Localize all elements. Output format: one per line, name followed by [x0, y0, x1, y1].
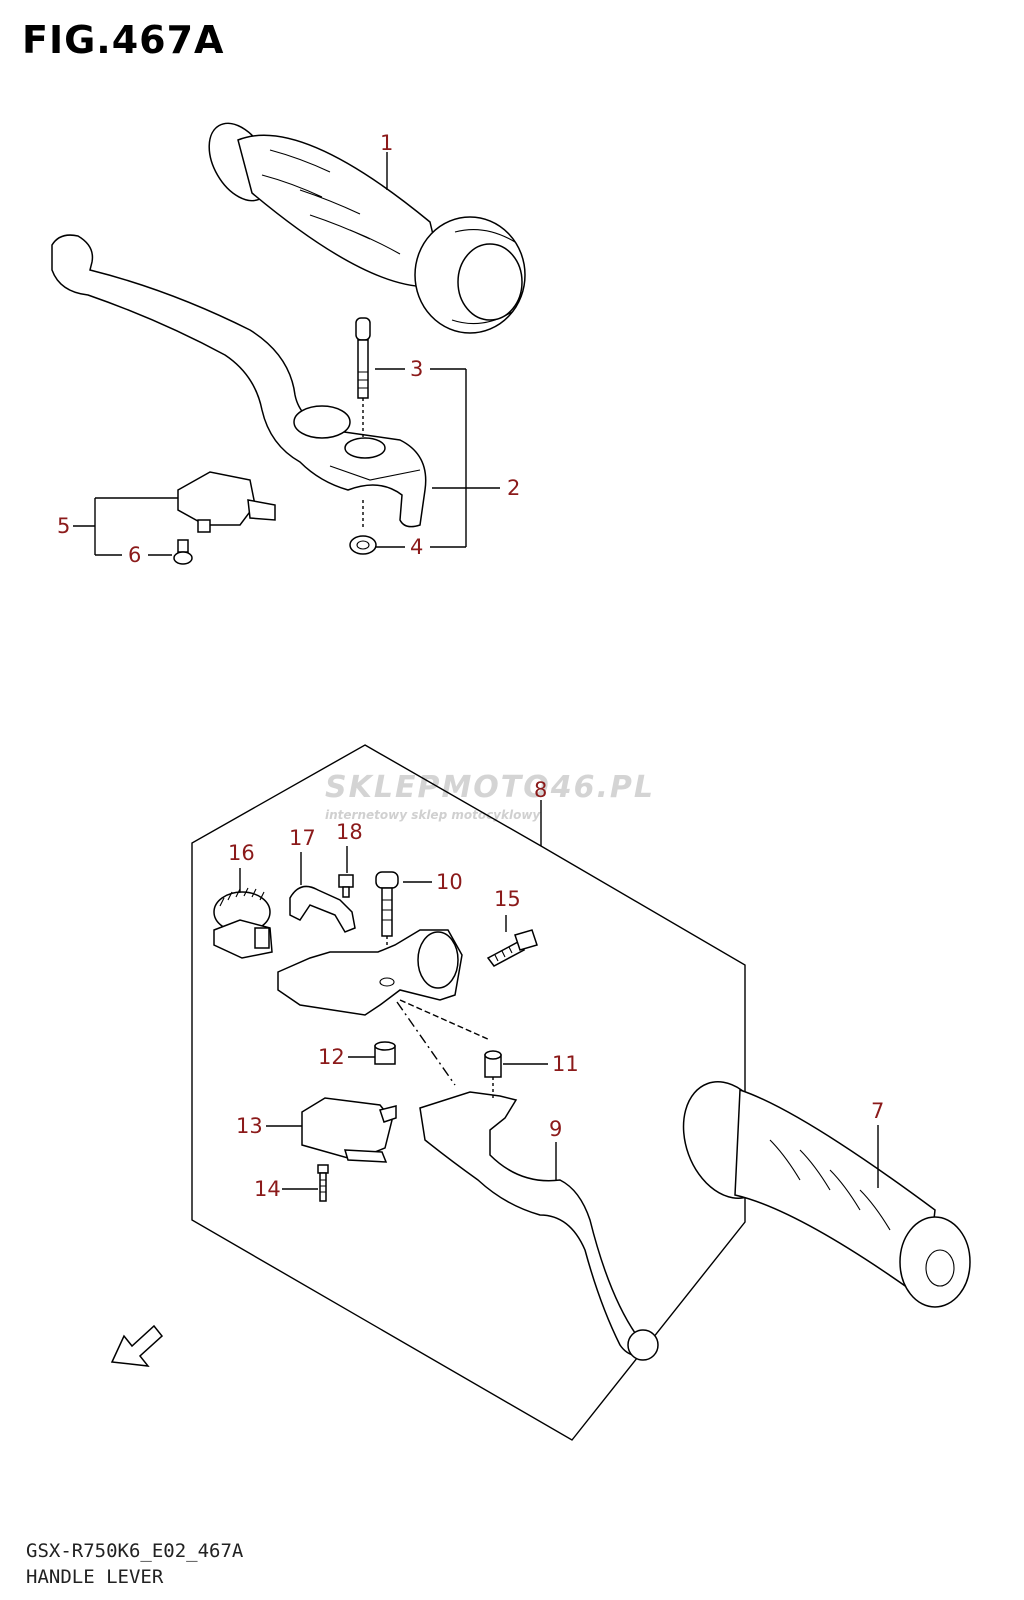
callout-8: 8	[534, 778, 547, 802]
callout-6: 6	[128, 543, 141, 567]
part-7-grip[interactable]	[668, 1069, 971, 1308]
part-18-pin[interactable]	[338, 874, 354, 898]
part-4-nut[interactable]	[349, 500, 377, 555]
callout-12: 12	[318, 1045, 345, 1069]
part-5-switch[interactable]	[177, 471, 276, 533]
part-13-switch[interactable]	[301, 1097, 397, 1163]
part-9-lever[interactable]	[419, 1091, 659, 1361]
callout-10: 10	[436, 870, 463, 894]
callout-13: 13	[236, 1114, 263, 1138]
callout-7: 7	[871, 1099, 884, 1123]
part-17-spring[interactable]	[289, 885, 356, 933]
callout-1: 1	[380, 131, 393, 155]
callout-17: 17	[289, 826, 316, 850]
lever-bracket	[277, 929, 463, 1016]
watermark-tagline: internetowy sklep motocyklowy	[325, 808, 541, 822]
callout-9: 9	[549, 1117, 562, 1141]
part-11-collar[interactable]	[484, 1050, 502, 1100]
part-1-grip[interactable]	[196, 113, 526, 334]
callout-16: 16	[228, 841, 255, 865]
diagram-code: GSX-R750K6_E02_467A	[26, 1540, 244, 1562]
part-12-nut[interactable]	[374, 1041, 396, 1065]
callout-3: 3	[410, 357, 423, 381]
part-10-pivot-bolt[interactable]	[375, 871, 399, 980]
watermark-logo: SKLEPMOTO46.PL	[325, 770, 656, 805]
part-6-screw[interactable]	[173, 539, 193, 565]
part-8-kit-outline	[191, 744, 746, 1441]
part-15-bolt[interactable]	[486, 929, 538, 967]
part-16-adjuster[interactable]	[213, 887, 273, 959]
part-14-screw[interactable]	[317, 1164, 329, 1202]
part-2-lever-assembly[interactable]	[51, 234, 427, 528]
callout-4: 4	[410, 535, 423, 559]
callout-11: 11	[552, 1052, 579, 1076]
callout-2: 2	[507, 476, 520, 500]
callout-5: 5	[57, 514, 70, 538]
callout-18: 18	[336, 820, 363, 844]
figure-title: FIG.467A	[22, 18, 225, 62]
front-arrow-icon	[110, 1324, 164, 1367]
diagram-name: HANDLE LEVER	[26, 1566, 164, 1588]
callout-15: 15	[494, 887, 521, 911]
part-3-pivot-bolt[interactable]	[355, 317, 371, 438]
callout-14: 14	[254, 1177, 281, 1201]
